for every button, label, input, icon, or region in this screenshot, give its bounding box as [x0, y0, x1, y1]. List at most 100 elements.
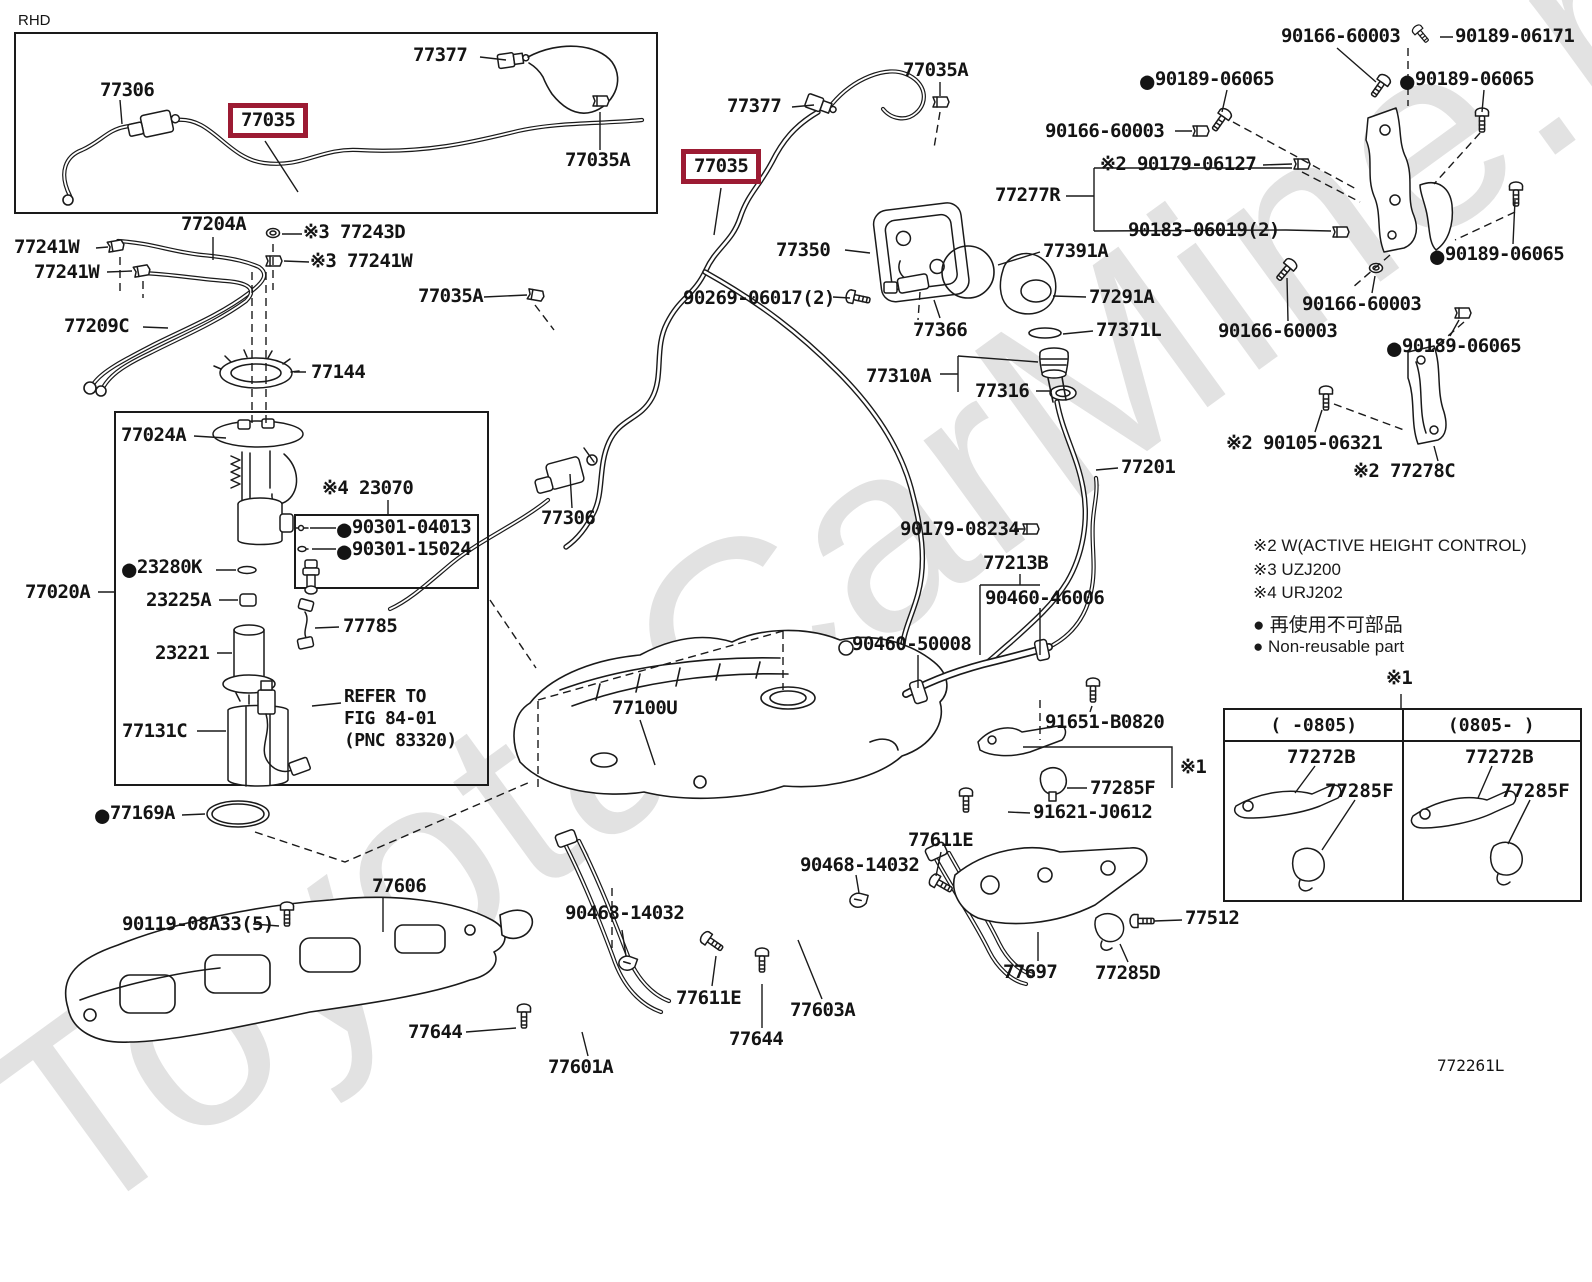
part-label-90166-60003: 90166-60003 [1045, 120, 1165, 142]
part-label-90189-06065: ●90189-06065 [1400, 68, 1535, 93]
legend-item: ※4 URJ202 [1253, 583, 1343, 602]
part-label-77310a: 77310A [866, 365, 932, 387]
non-reusable-bullet: ● [1430, 241, 1444, 270]
part-label-77785: 77785 [343, 615, 398, 637]
part-label-77024a: 77024A [121, 424, 187, 446]
part-label-77606: 77606 [372, 875, 427, 897]
variant-table-divider [1402, 710, 1404, 900]
part-label-772261l: 772261L [1437, 1056, 1505, 1075]
part-label-77350: 77350 [776, 239, 831, 261]
hose-clamp-77285d [1094, 912, 1125, 951]
part-number-text: 90301-15024 [351, 538, 472, 560]
part-label-77241w: 77241W [34, 261, 100, 283]
part-label-77144: 77144 [311, 361, 366, 383]
rear-support-drawing [953, 677, 1155, 951]
part-label-77204a: 77204A [181, 213, 247, 235]
part-label-77306: 77306 [541, 507, 596, 529]
part-label-77020a: 77020A [25, 581, 91, 603]
legend-item-non-reusable-jp: ● 再使用不可部品 [1253, 615, 1403, 636]
part-label-77285d: 77285D [1095, 962, 1161, 984]
fuel-sender-connector [534, 447, 598, 494]
part-label-77035a: 77035A [418, 285, 484, 307]
part-label-90189-06065: ●90189-06065 [1387, 335, 1522, 360]
part-label-91621-j0612: 91621-J0612 [1033, 801, 1153, 823]
legend-item: ※2 W(ACTIVE HEIGHT CONTROL) [1253, 536, 1527, 555]
non-reusable-bullet: ● [1140, 66, 1154, 95]
part-label-pnc-83320: (PNC 83320) [344, 730, 457, 751]
part-number-text: 90189-06065 [1444, 243, 1565, 265]
part-label-77371l: 77371L [1096, 319, 1162, 341]
part-label-77603a: 77603A [790, 999, 856, 1021]
part-label-77377: 77377 [727, 95, 782, 117]
part-label-77306: 77306 [100, 79, 155, 101]
part-label-23280k: ●23280K [122, 556, 203, 581]
legend-item: ※3 UZJ200 [1253, 560, 1341, 579]
part-label-77213b: 77213B [983, 552, 1049, 574]
part-label-1: ※1 [1180, 756, 1207, 778]
filler-ring [1028, 327, 1062, 339]
part-label-90166-60003: 90166-60003 [1218, 320, 1338, 342]
part-label-90269-06017-2: 90269-06017(2) [683, 287, 835, 309]
skid-plate-drawing [64, 896, 534, 1043]
tank-straps-drawing [279, 829, 1034, 1029]
leader-lines [95, 36, 1516, 1057]
part-label-77272b-late: 77272B [1465, 746, 1534, 768]
part-label-77601a: 77601A [548, 1056, 614, 1078]
pipe-bracket [977, 725, 1067, 757]
part-label-77316: 77316 [975, 380, 1030, 402]
filler-shield [999, 252, 1057, 315]
part-number-text: 90301-04013 [351, 516, 472, 538]
part-label-77100u: 77100U [612, 697, 678, 719]
part-label-3-77243d: ※3 77243D [303, 221, 406, 243]
non-reusable-bullet: ● [1387, 333, 1401, 362]
part-label-fig-84-01: FIG 84-01 [344, 708, 437, 729]
non-reusable-bullet: ● [122, 554, 136, 583]
part-label-77035a: 77035A [565, 149, 631, 171]
part-label-3-77241w: ※3 77241W [310, 250, 413, 272]
part-label-77035a: 77035A [903, 59, 969, 81]
part-label-90301-04013: ●90301-04013 [337, 516, 472, 541]
fuel-lid-bezel [872, 202, 970, 303]
non-reusable-bullet: ● [337, 514, 351, 543]
part-label-90183-06019-2: 90183-06019(2) [1128, 219, 1280, 241]
part-label-77285f-late: 77285F [1501, 780, 1570, 802]
part-label-2-90105-06321: ※2 90105-06321 [1226, 432, 1383, 454]
part-label-77512: 77512 [1185, 907, 1240, 929]
part-label-23225a: 23225A [146, 589, 212, 611]
part-label-77131c: 77131C [122, 720, 188, 742]
part-label-refer-to: REFER TO [344, 686, 427, 707]
part-number-text: 90189-06065 [1401, 335, 1522, 357]
part-label-77391a: 77391A [1043, 240, 1109, 262]
part-label-90468-14032: 90468-14032 [800, 854, 920, 876]
part-number-text: 23280K [136, 556, 203, 578]
part-label-90189-06065: ●90189-06065 [1140, 69, 1275, 93]
right-brackets-drawing [1192, 22, 1524, 445]
part-label-77285f: 77285F [1090, 777, 1156, 799]
part-label-77169a: ●77169A [95, 803, 176, 827]
dashed-lines [119, 48, 1516, 952]
variant-parts-drawing [1234, 694, 1531, 892]
variant-col-early: ( -0805) [1270, 715, 1358, 736]
part-label-77366: 77366 [913, 319, 968, 341]
part-label-rhd: RHD [18, 12, 51, 29]
non-reusable-bullet: ● [95, 800, 109, 829]
part-label-77611e: 77611E [676, 987, 742, 1009]
part-label-77644: 77644 [408, 1021, 463, 1043]
part-label-90119-08a33-5: 90119-08A33(5) [122, 913, 274, 935]
left-fuel-lines-drawing [83, 227, 283, 397]
variant-col-late: (0805- ) [1447, 715, 1535, 736]
part-label-90179-08234: 90179-08234 [900, 518, 1020, 540]
part-label-77035: 77035 [228, 103, 309, 138]
filler-o-ring [941, 245, 995, 299]
hose-clamp-77285f [1039, 767, 1068, 802]
part-label-23221: 23221 [155, 642, 210, 664]
part-labels-layer: RHD 77306 77035 77377 77035A 77377 77035A 77035… [14, 12, 1575, 1078]
part-label-77377: 77377 [413, 44, 468, 66]
non-reusable-bullet: ● [337, 536, 351, 565]
part-label-4-23070: ※4 23070 [322, 477, 414, 499]
fuel-cap [1039, 347, 1069, 379]
fuel-pump-module-drawing [114, 349, 489, 828]
part-label-77035: 77035 [681, 149, 762, 184]
part-number-text: 90189-06065 [1414, 68, 1535, 90]
fuel-tank-drawing [513, 629, 948, 800]
